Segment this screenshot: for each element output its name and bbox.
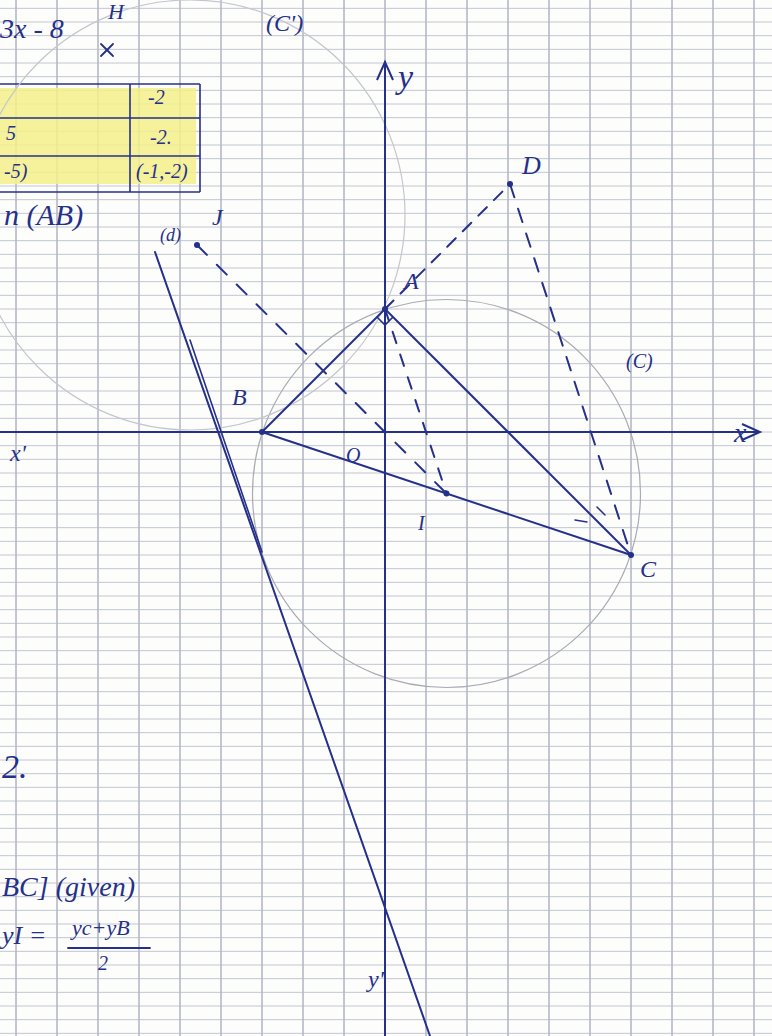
circle-c <box>253 300 641 688</box>
x-axis <box>0 431 758 433</box>
handwritten-label: -2. <box>150 126 172 148</box>
handwritten-label: 2. <box>2 748 28 785</box>
grid-line <box>0 49 772 50</box>
grid-line <box>344 0 345 1036</box>
grid-line <box>549 0 550 1036</box>
handwritten-label: 2 <box>98 952 108 974</box>
segment <box>262 432 631 555</box>
grid-line <box>631 0 632 1036</box>
point <box>444 491 450 497</box>
handwritten-label: A <box>404 268 419 294</box>
grid-line <box>426 0 427 1036</box>
grid-line <box>303 0 304 1036</box>
grid-line <box>467 0 468 1036</box>
fraction-bar <box>68 947 150 949</box>
handwritten-label: -2 <box>148 86 165 108</box>
dashed-segment <box>510 184 631 555</box>
grid-line <box>672 0 673 1036</box>
cross-mark <box>101 44 113 56</box>
handwritten-label: D <box>522 152 541 181</box>
cross-mark <box>101 44 113 56</box>
segment <box>385 309 631 555</box>
handwritten-label: yI = <box>2 922 46 951</box>
handwritten-label: n (AB) <box>4 198 83 231</box>
grid-line <box>0 35 772 36</box>
table-line <box>199 84 201 192</box>
grid-line <box>754 0 755 1036</box>
dashed-segment <box>385 309 447 494</box>
handwritten-label: O <box>346 444 360 466</box>
handwritten-label: (C) <box>626 350 653 372</box>
table-line <box>0 83 200 85</box>
handwritten-label: y' <box>368 966 384 992</box>
handwritten-label: x' <box>10 440 26 466</box>
dashed-segment <box>197 245 447 494</box>
handwritten-label: B <box>232 384 247 410</box>
table-line <box>129 84 131 192</box>
point <box>194 242 200 248</box>
point <box>259 429 265 435</box>
handwritten-label: yc+yB <box>72 916 130 940</box>
highlight <box>0 88 196 184</box>
right-angle-mark <box>377 317 393 325</box>
handwritten-label: C <box>640 556 656 582</box>
handwritten-label: 3x - 8 <box>0 14 64 45</box>
table-line <box>0 191 200 193</box>
handwritten-label: J <box>212 204 223 230</box>
handwritten-label: x <box>734 418 746 449</box>
grid-line <box>508 0 509 1036</box>
grid-line <box>713 0 714 1036</box>
grid-line <box>221 0 222 1036</box>
grid-line <box>590 0 591 1036</box>
handwritten-label: I <box>418 512 425 534</box>
handwritten-label: (C') <box>266 10 303 36</box>
line-d <box>155 252 430 1036</box>
handwritten-label: y <box>398 58 413 95</box>
handwritten-label: BC] (given) <box>2 872 135 903</box>
handwritten-label: (d) <box>160 226 181 246</box>
tick-mark <box>597 507 605 515</box>
point <box>382 306 388 312</box>
handwritten-label: (-1,-2) <box>136 160 188 182</box>
point <box>507 181 513 187</box>
circle-c-prime <box>0 0 405 430</box>
point <box>628 552 634 558</box>
grid-line <box>385 0 386 1036</box>
grid-line <box>262 0 263 1036</box>
table-line <box>0 117 200 119</box>
dashed-segment <box>385 184 510 309</box>
y-axis <box>384 62 386 1036</box>
line <box>190 340 262 552</box>
handwritten-label: -5) <box>4 160 27 182</box>
axis-arrow <box>377 62 393 80</box>
tick-mark <box>575 520 587 522</box>
handwritten-label: 5 <box>6 122 16 144</box>
handwritten-label: H <box>108 0 124 24</box>
table-line <box>0 155 200 157</box>
